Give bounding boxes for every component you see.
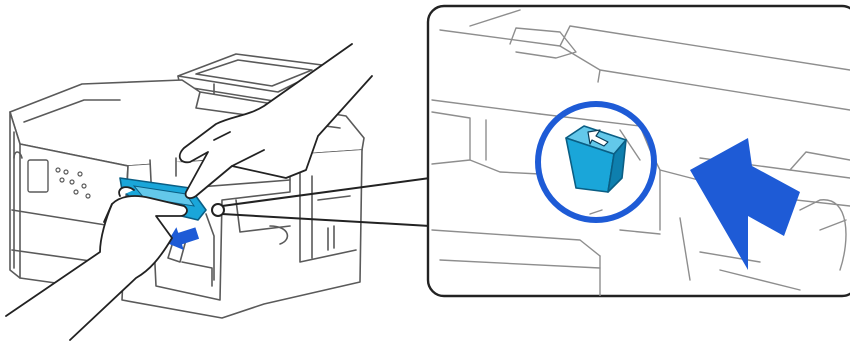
detail-callout-panel xyxy=(428,6,850,296)
